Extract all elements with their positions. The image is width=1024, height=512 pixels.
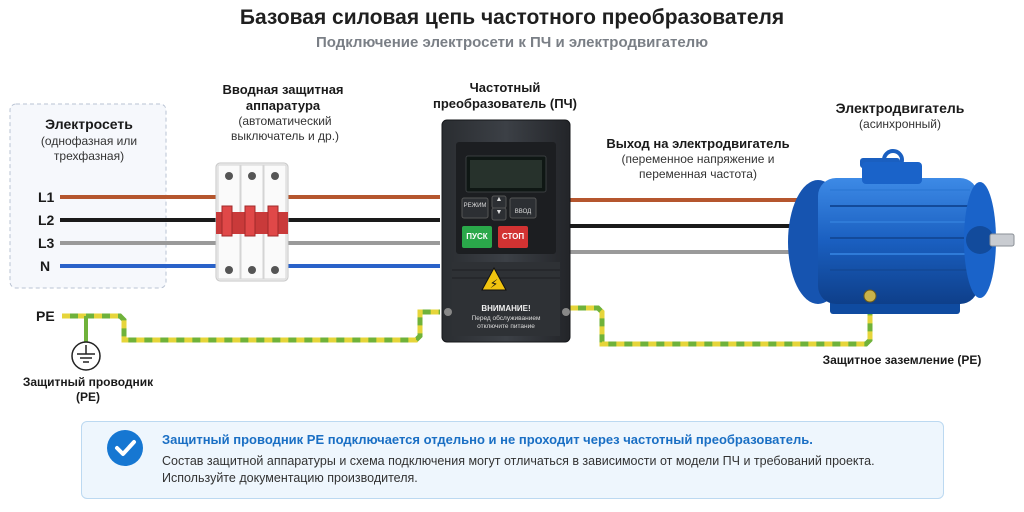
pe-wire-input xyxy=(62,309,440,343)
grid-subtitle: (однофазная или трехфазная) xyxy=(40,134,138,163)
svg-text:⚡: ⚡ xyxy=(490,277,498,291)
note-headline: Защитный проводник PE подключается отдел… xyxy=(162,432,813,447)
vfd-mode-button: РЕЖИМ xyxy=(463,203,487,209)
pe-wire-input-stripe xyxy=(62,309,440,343)
note-body-line2: Используйте документацию производителя. xyxy=(162,471,418,485)
vfd-up-button: ▲ xyxy=(495,196,503,203)
vfd-warning-text: Перед обслуживанием отключите питание xyxy=(471,315,541,330)
check-icon xyxy=(107,430,143,466)
note-body-line1: Состав защитной аппаратуры и схема подкл… xyxy=(162,454,875,468)
label-N: N xyxy=(40,258,51,274)
label-PE: PE xyxy=(36,308,55,324)
grid-title: Электросеть xyxy=(45,116,133,132)
motor-subtitle: (асинхронный) xyxy=(859,117,941,131)
page-title: Базовая силовая цепь частотного преобраз… xyxy=(239,6,785,29)
note-body: Состав защитной аппаратуры и схема подкл… xyxy=(162,453,922,487)
vfd-stop-button: СТОП xyxy=(501,232,525,241)
vfd-start-button: ПУСК xyxy=(466,232,488,241)
label-L1: L1 xyxy=(38,189,55,205)
label-L3: L3 xyxy=(38,235,55,251)
page-subtitle: Подключение электросети к ПЧ и электродв… xyxy=(315,34,709,51)
vfd-icon: ⚡ xyxy=(441,119,571,343)
ground-icon xyxy=(71,341,101,371)
note-box xyxy=(81,421,944,499)
pe-wire-motor-stripe xyxy=(570,296,873,347)
motor-title: Электродвигатель xyxy=(835,100,965,116)
pe-conductor-label: Защитный проводник (PE) xyxy=(22,375,154,404)
label-L2: L2 xyxy=(38,212,55,228)
vfd-enter-button: ВВОД xyxy=(514,209,532,215)
vfd-down-button: ▼ xyxy=(495,209,503,216)
vfd-warning-title: ВНИМАНИЕ! xyxy=(481,304,531,313)
circuit-breaker-icon xyxy=(215,162,289,282)
output-subtitle: (переменное напряжение и переменная част… xyxy=(621,152,775,181)
output-title: Выход на электродвигатель xyxy=(606,136,790,151)
pe-wire-motor xyxy=(570,296,873,347)
protection-subtitle: (автоматический выключатель и др.) xyxy=(230,114,340,143)
motor-ground-label: Защитное заземление (PE) xyxy=(822,353,982,367)
protection-title: Вводная защитная аппаратура xyxy=(222,82,344,113)
motor-icon xyxy=(788,149,1015,314)
vfd-title: Частотный преобразователь (ПЧ) xyxy=(432,80,578,111)
